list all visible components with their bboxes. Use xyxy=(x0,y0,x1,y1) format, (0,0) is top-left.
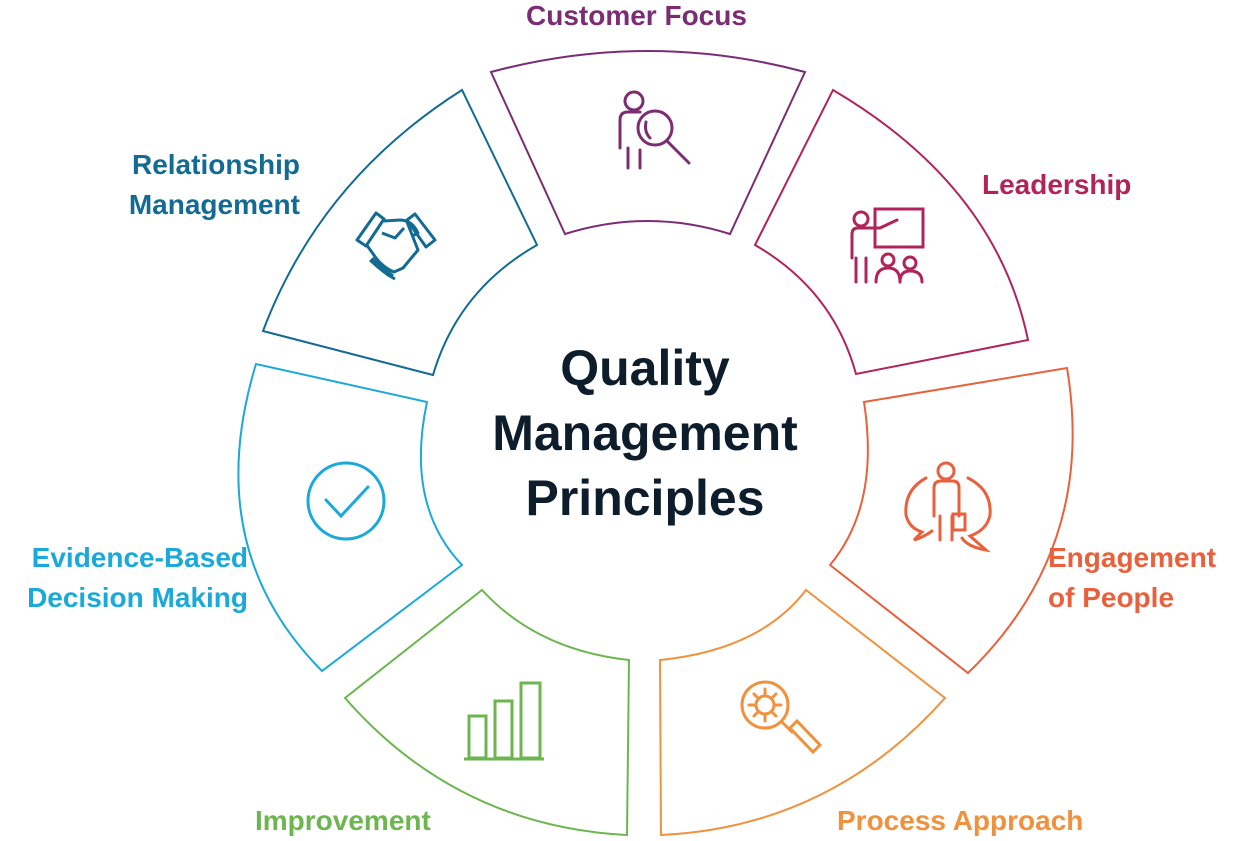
center-title-line-3: Principles xyxy=(525,470,765,526)
label-evidence-line-2: Decision Making xyxy=(27,582,248,613)
label-relationship-line-2: Management xyxy=(128,189,300,220)
label-improvement: Improvement xyxy=(255,805,431,836)
customer-search-icon xyxy=(618,90,691,170)
label-evidence-based: Evidence-Based Decision Making xyxy=(0,538,248,618)
person-speech-icon xyxy=(904,461,992,553)
center-title-line-1: Quality xyxy=(560,340,730,396)
label-customer-focus: Customer Focus xyxy=(526,0,747,31)
center-title-line-2: Management xyxy=(492,405,798,461)
gear-magnifier-icon xyxy=(740,680,823,755)
label-evidence-line-1: Evidence-Based xyxy=(31,542,248,573)
check-circle-icon xyxy=(306,461,386,541)
label-leadership: Leadership xyxy=(982,169,1132,200)
segment-leadership xyxy=(753,88,1030,376)
bar-chart-icon xyxy=(464,681,544,761)
segment-evidence-based xyxy=(237,362,464,673)
center-title: Quality Management Principles xyxy=(445,336,845,531)
presentation-icon xyxy=(850,207,925,284)
segment-improvement xyxy=(343,588,631,837)
label-engagement-of-people: Engagement of People xyxy=(1048,538,1216,618)
segment-process-approach xyxy=(658,588,947,837)
label-relationship-line-1: Relationship xyxy=(131,149,300,180)
label-engagement-line-2: of People xyxy=(1048,582,1175,613)
segment-customer-focus xyxy=(489,50,807,236)
label-relationship-management: Relationship Management xyxy=(60,145,300,225)
segment-engagement-of-people xyxy=(828,366,1074,675)
segment-relationship-management xyxy=(261,88,539,377)
label-process-approach: Process Approach xyxy=(837,805,1084,836)
handshake-icon xyxy=(355,211,437,281)
label-engagement-line-1: Engagement xyxy=(1048,542,1217,573)
